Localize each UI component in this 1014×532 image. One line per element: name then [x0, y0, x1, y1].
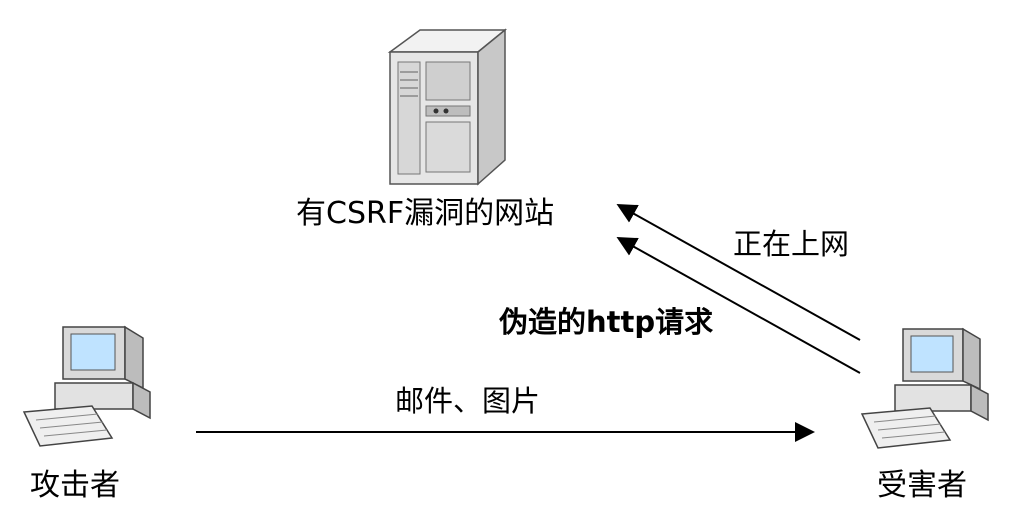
server-label: 有CSRF漏洞的网站 — [296, 196, 555, 231]
forged-request-arrow — [616, 237, 861, 374]
browsing-label: 正在上网 — [733, 227, 850, 261]
attacker-computer-icon — [22, 325, 151, 447]
server-tower-icon — [387, 28, 508, 186]
forged-request-label: 伪造的http请求 — [499, 305, 714, 339]
attacker-label: 攻击者 — [30, 468, 120, 503]
mail-image-label: 邮件、图片 — [395, 384, 541, 418]
victim-computer-icon — [860, 327, 989, 449]
browsing-arrow — [616, 204, 861, 341]
victim-label: 受害者 — [877, 468, 967, 503]
